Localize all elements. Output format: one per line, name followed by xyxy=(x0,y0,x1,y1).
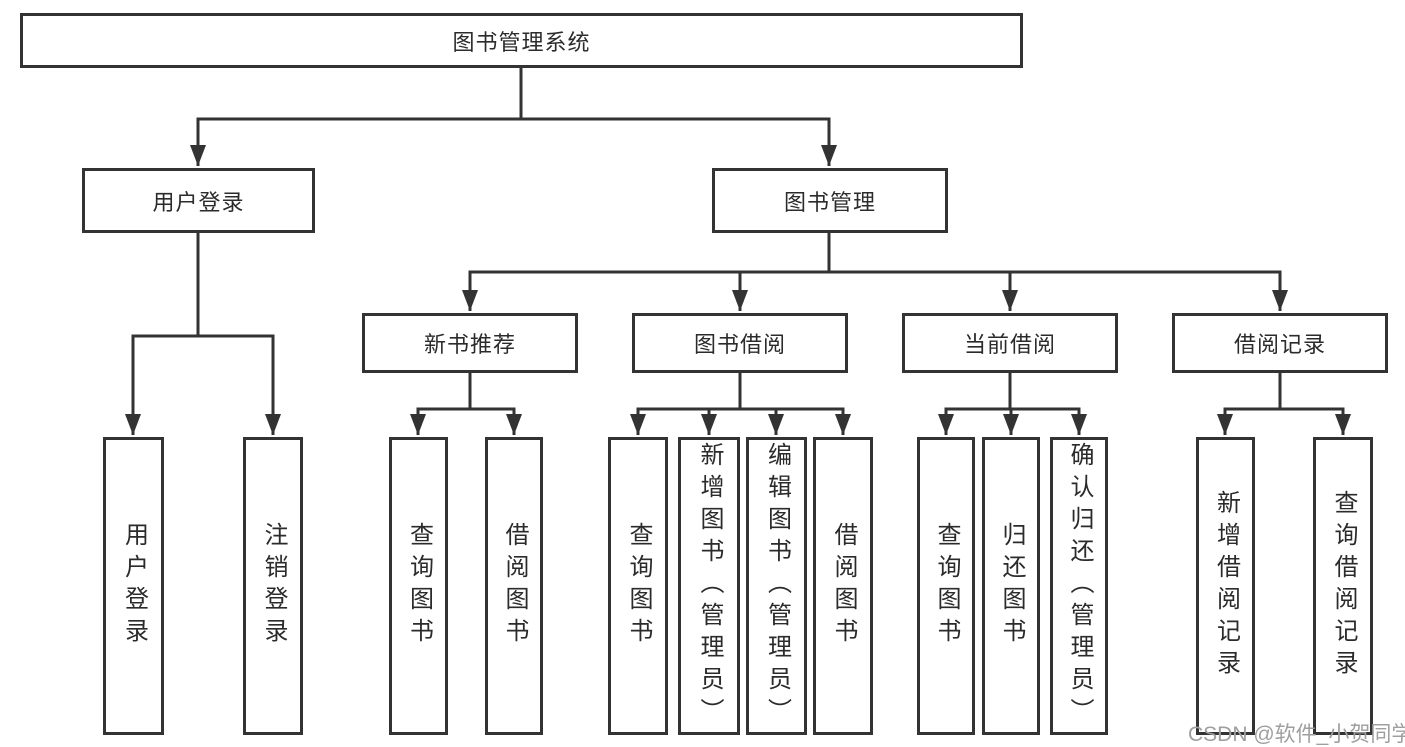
leaf-br-query-record: 查询借阅记录 xyxy=(1313,437,1373,735)
connector-book-borrowing-to-leaves xyxy=(636,373,845,435)
node-label: 查询借阅记录 xyxy=(1330,490,1357,682)
node-label: 查询图书 xyxy=(933,522,960,650)
arrowhead-icon xyxy=(835,414,851,435)
node-label: 图书借阅 xyxy=(693,332,786,357)
connector-book-management-to-level3 xyxy=(468,233,1282,311)
leaf-nbr-borrow-books: 借阅图书 xyxy=(485,437,543,735)
leaf-bb-borrow-books: 借阅图书 xyxy=(813,437,873,735)
node-label: 查询图书 xyxy=(625,522,652,650)
node-label: 新增借阅记录 xyxy=(1212,490,1240,682)
node-label: 借阅记录 xyxy=(1233,332,1326,357)
arrowhead-icon xyxy=(630,414,646,435)
connector-new-book-recommendation-to-leaves xyxy=(416,373,516,435)
arrowhead-icon xyxy=(1003,414,1019,435)
connector-user-login-to-leaves xyxy=(131,233,275,435)
arrowhead-icon xyxy=(768,414,784,435)
node-user-login: 用户登录 xyxy=(82,168,315,233)
node-new-book-recommendation: 新书推荐 xyxy=(362,313,578,373)
node-label: 借阅图书 xyxy=(501,522,528,650)
node-label: 图书管理 xyxy=(783,189,876,215)
arrowhead-icon xyxy=(125,414,141,435)
node-current-borrowing: 当前借阅 xyxy=(902,313,1118,373)
arrowhead-icon xyxy=(1335,414,1351,435)
arrowhead-icon xyxy=(701,414,717,435)
node-label: 查询图书 xyxy=(405,522,433,650)
node-label: 用户登录 xyxy=(120,522,148,650)
leaf-bb-edit-books-admin: 编辑图书（管理员） xyxy=(746,437,807,735)
arrowhead-icon xyxy=(190,145,206,166)
arrowheads xyxy=(125,145,1351,435)
node-borrowing-records: 借阅记录 xyxy=(1172,313,1388,373)
leaf-cb-confirm-return-admin: 确认归还（管理员） xyxy=(1050,437,1108,735)
leaf-br-add-record: 新增借阅记录 xyxy=(1196,437,1255,735)
arrowhead-icon xyxy=(462,290,478,311)
node-label: 新书推荐 xyxy=(423,332,516,357)
node-label: 用户登录 xyxy=(152,189,245,215)
leaf-bb-query-books: 查询图书 xyxy=(608,437,668,735)
leaf-user-login: 用户登录 xyxy=(103,437,164,735)
arrowhead-icon xyxy=(732,290,748,311)
node-label: 注销登录 xyxy=(260,522,287,650)
arrowhead-icon xyxy=(410,414,426,435)
node-book-borrowing: 图书借阅 xyxy=(632,313,848,373)
csdn-watermark: CSDN @软件_小贺同学 xyxy=(1188,723,1405,746)
node-label: 归还图书 xyxy=(998,522,1025,650)
connector-borrowing-records-to-leaves xyxy=(1223,373,1345,435)
node-label: 编辑图书（管理员） xyxy=(763,442,791,730)
arrowhead-icon xyxy=(1002,290,1018,311)
leaf-nbr-query-books: 查询图书 xyxy=(389,437,448,735)
arrowhead-icon xyxy=(938,414,954,435)
leaf-logout: 注销登录 xyxy=(243,437,303,735)
node-label: 新增图书（管理员） xyxy=(696,442,723,730)
arrowhead-icon xyxy=(1217,414,1233,435)
node-book-management: 图书管理 xyxy=(712,168,948,233)
node-library-management-system: 图书管理系统 xyxy=(20,13,1023,68)
arrowhead-icon xyxy=(821,145,837,166)
node-label: 借阅图书 xyxy=(830,522,857,650)
connector-root-to-level2 xyxy=(196,68,831,166)
leaf-cb-query-books: 查询图书 xyxy=(917,437,975,735)
leaf-bb-add-books-admin: 新增图书（管理员） xyxy=(678,437,740,735)
arrowhead-icon xyxy=(1071,414,1087,435)
node-label: 图书管理系统 xyxy=(452,29,591,55)
node-label: 确认归还（管理员） xyxy=(1066,442,1093,730)
arrowhead-icon xyxy=(506,414,522,435)
leaf-cb-return-books: 归还图书 xyxy=(982,437,1040,735)
node-label: 当前借阅 xyxy=(963,332,1056,357)
arrowhead-icon xyxy=(1272,290,1288,311)
arrowhead-icon xyxy=(265,414,281,435)
